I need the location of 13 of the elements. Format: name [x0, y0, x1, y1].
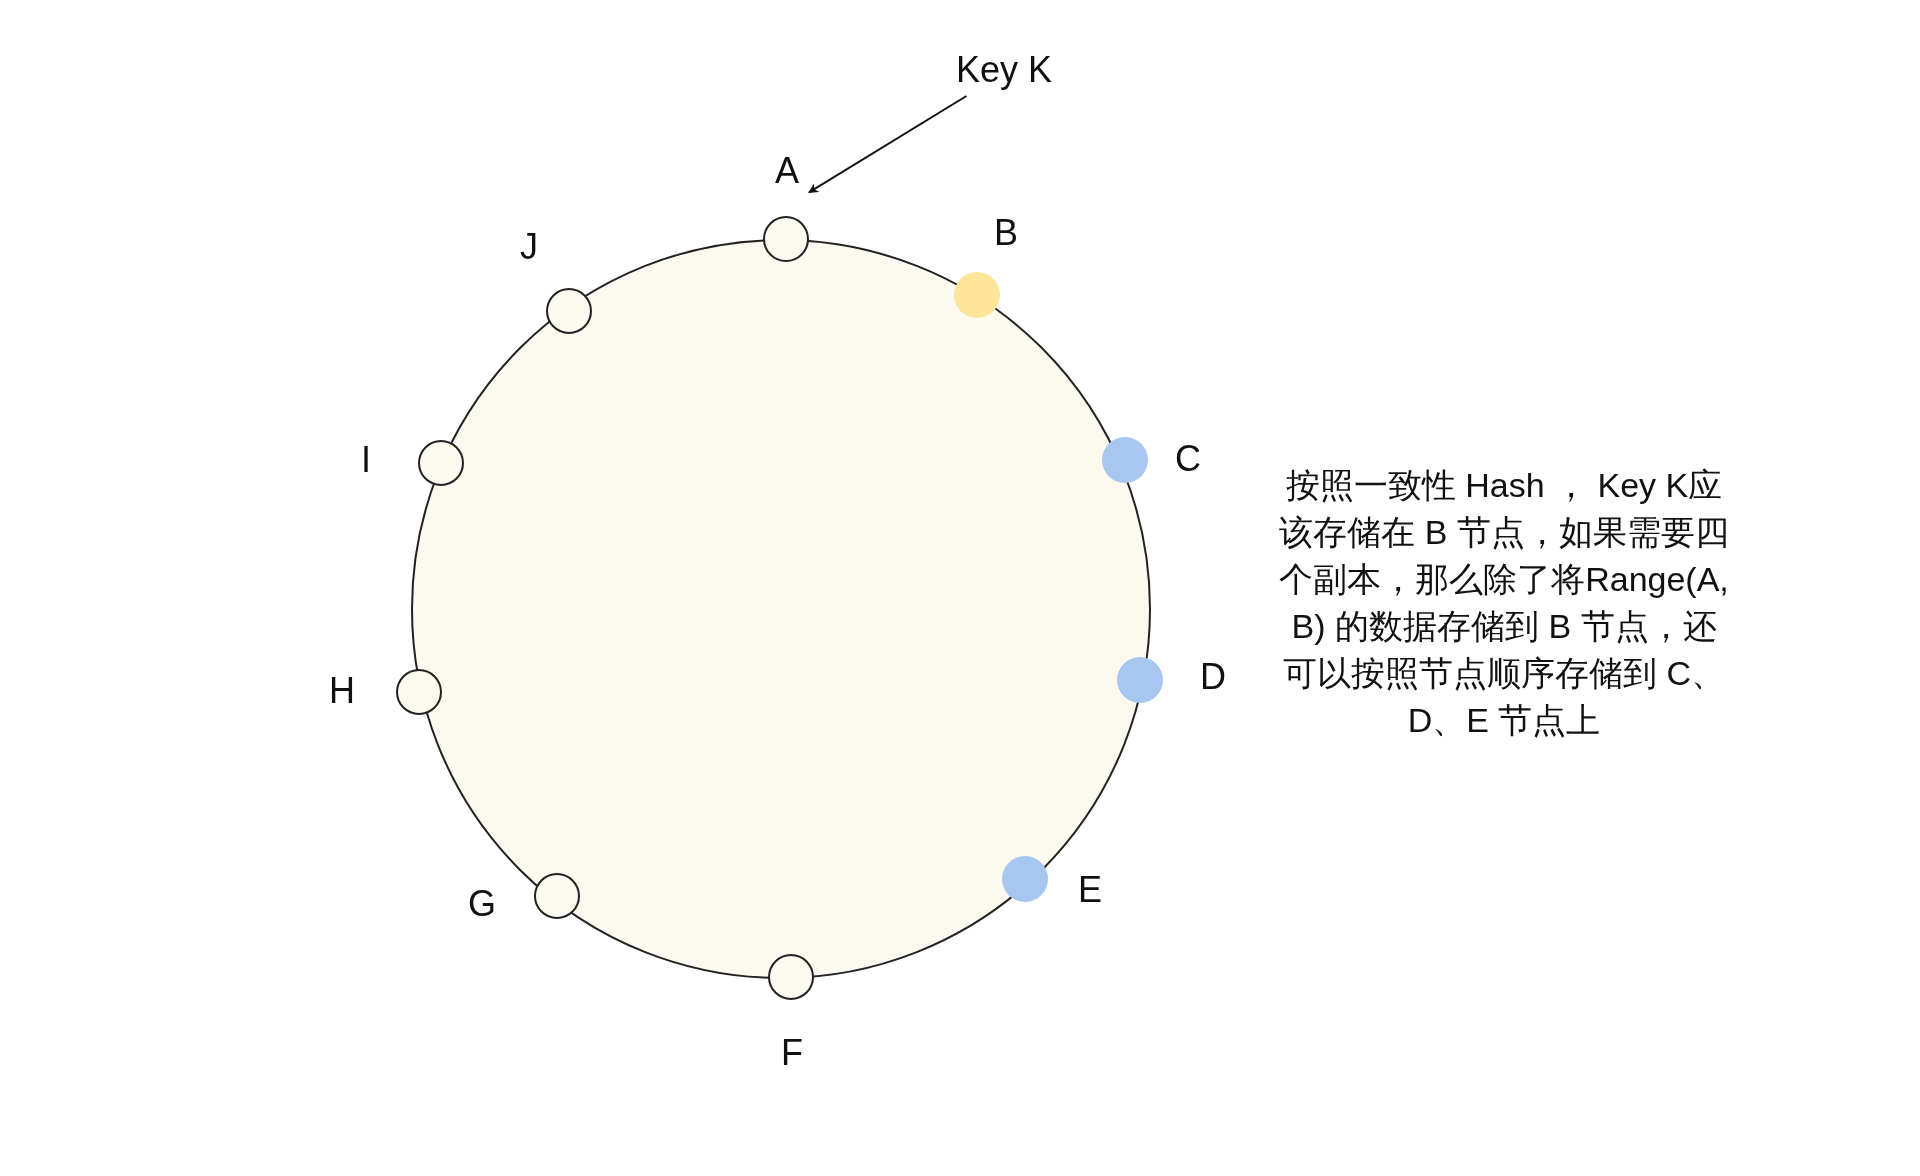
node-label: F — [780, 1033, 804, 1073]
node-label: J — [519, 227, 539, 267]
node-label: A — [774, 151, 800, 191]
node-label: E — [1077, 870, 1103, 910]
note-text: 按照一致性 Hash ， Key K应该存储在 B 节点，如果需要四个副本，那么除了将Range(A, B) 的数据存储到 B 节点，还可以按照节点顺序存储到 C、D、E 节点上 — [1278, 465, 1730, 741]
node-label: G — [467, 884, 497, 924]
node-label: C — [1174, 439, 1202, 479]
node-label: D — [1199, 657, 1227, 697]
key-label: Key K — [944, 50, 1064, 96]
node-label: I — [360, 440, 372, 480]
node-label: B — [993, 213, 1019, 253]
arrow — [808, 95, 968, 194]
node-label: H — [328, 671, 356, 711]
